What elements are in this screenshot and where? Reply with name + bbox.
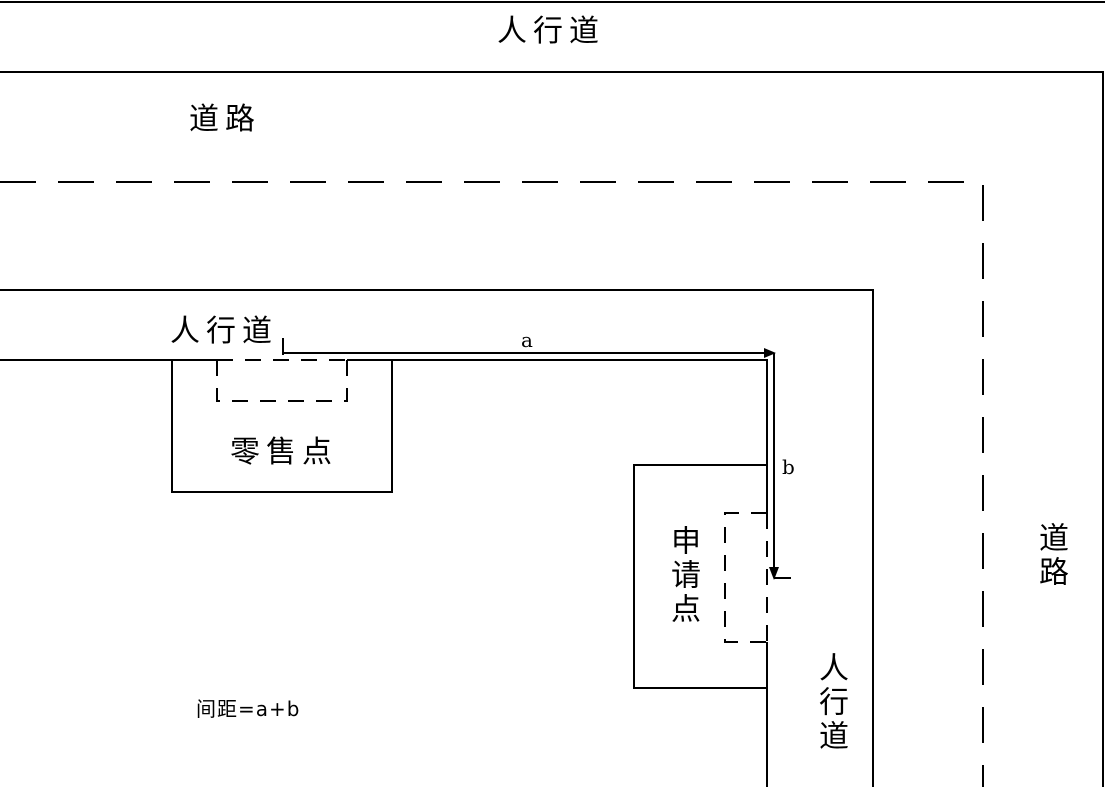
application-point-box xyxy=(633,464,767,689)
retail-point-label: 零售点 xyxy=(230,435,338,470)
retail-point-entrance-dashed xyxy=(216,360,348,402)
road-outer-edge xyxy=(0,71,1104,787)
right-sidewalk-label: 人行道 xyxy=(813,652,848,754)
top-sidewalk-label: 人行道 xyxy=(497,14,605,49)
retail-point-box xyxy=(171,360,393,493)
arrowhead-b xyxy=(769,567,779,580)
distance-formula: 间距=a+b xyxy=(196,697,301,721)
application-point-entrance-dashed xyxy=(724,512,767,643)
sidewalk-edge-corner xyxy=(347,359,768,513)
arrowhead-a xyxy=(764,348,776,358)
top-road-label: 道路 xyxy=(189,102,261,137)
right-road-label: 道路 xyxy=(1033,522,1068,590)
distance-a-label: a xyxy=(521,328,533,352)
distance-b-label: b xyxy=(782,455,795,479)
road-inner-edge xyxy=(0,289,874,787)
application-point-label: 申请点 xyxy=(665,525,700,627)
inner-sidewalk-label: 人行道 xyxy=(170,314,278,349)
